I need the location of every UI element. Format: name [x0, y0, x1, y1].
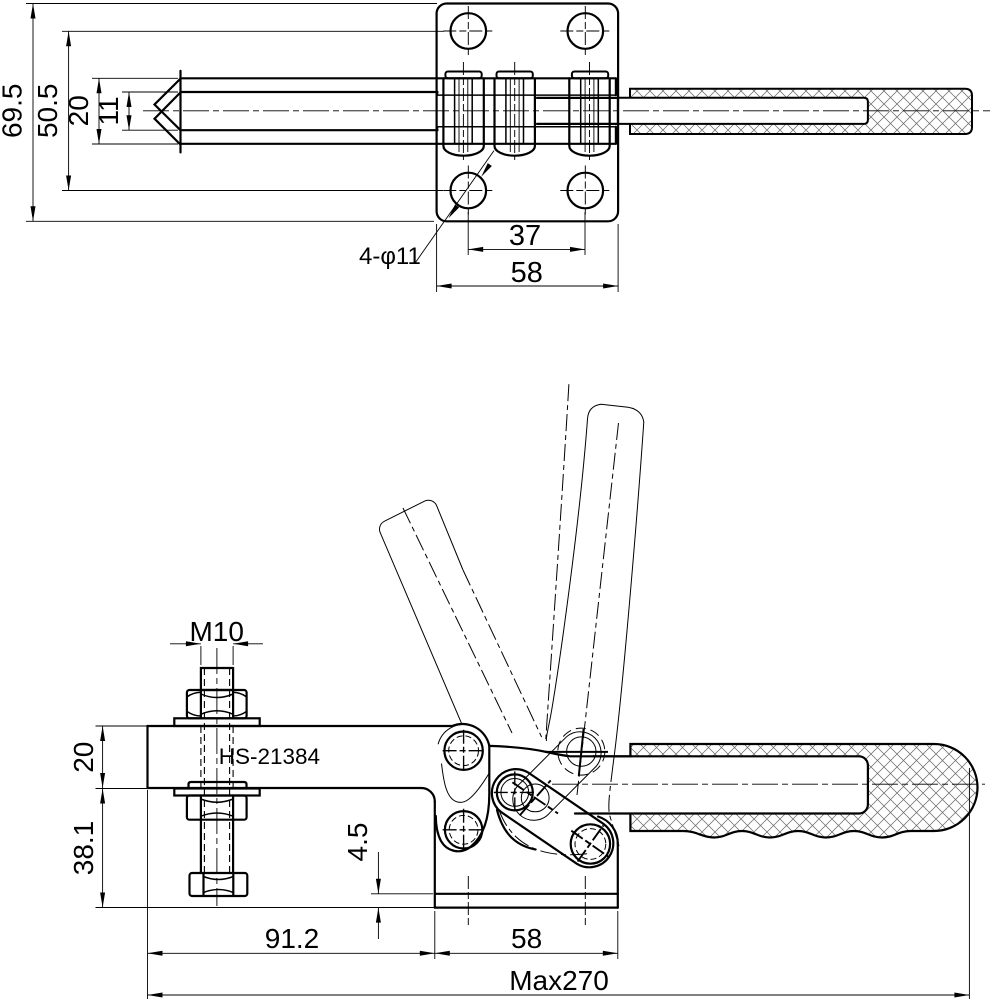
svg-text:58: 58	[511, 923, 542, 954]
svg-text:Max270: Max270	[509, 965, 609, 996]
svg-text:HS-21384: HS-21384	[219, 744, 320, 769]
svg-text:4.5: 4.5	[342, 823, 373, 862]
svg-text:58: 58	[511, 257, 543, 289]
svg-text:37: 37	[509, 220, 541, 252]
svg-text:4-φ11: 4-φ11	[359, 243, 421, 270]
svg-text:M10: M10	[189, 616, 243, 647]
svg-text:69.5: 69.5	[0, 84, 28, 139]
svg-text:50.5: 50.5	[32, 84, 63, 139]
svg-text:11: 11	[93, 96, 124, 125]
svg-text:38.1: 38.1	[68, 821, 99, 876]
svg-text:20: 20	[63, 95, 94, 126]
svg-text:20: 20	[68, 742, 99, 773]
svg-text:91.2: 91.2	[265, 923, 320, 954]
